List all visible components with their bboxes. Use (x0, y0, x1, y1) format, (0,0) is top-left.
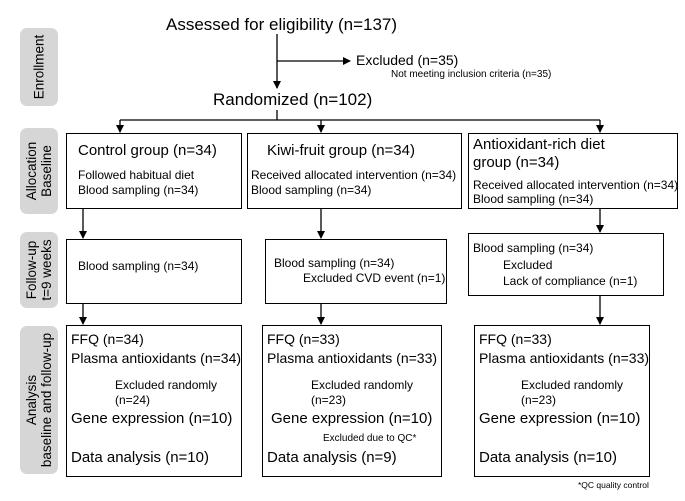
antioxidant-data-analysis: Data analysis (n=10) (479, 449, 617, 466)
antioxidant-ffq: FFQ (n=33) (479, 331, 552, 347)
control-excluded-randomly: Excluded randomly (115, 378, 218, 392)
antioxidant-followup-line1: Blood sampling (n=34) (473, 241, 594, 255)
control-group-title: Control group (n=34) (78, 142, 217, 159)
kiwi-plasma: Plasma antioxidants (n=33) (267, 350, 438, 366)
antioxidant-group-title-line2: group (n=34) (473, 154, 560, 171)
antioxidant-group-box: Antioxidant-rich diet group (n=34) Recei… (468, 133, 678, 209)
excluded-label: Excluded (n=35) (356, 52, 459, 68)
kiwi-excluded-count: (n=23) (311, 393, 347, 407)
stage-analysis: Analysis baseline and follow-up (20, 326, 58, 474)
kiwi-group-title: Kiwi-fruit group (n=34) (267, 142, 415, 159)
stage-enrollment: Enrollment (20, 28, 58, 106)
excluded-reason-label: Not meeting inclusion criteria (n=35) (391, 69, 552, 80)
control-analysis-box: FFQ (n=34) Plasma antioxidants (n=34) Ex… (66, 325, 242, 477)
kiwi-followup-box: Blood sampling (n=34) Excluded CVD event… (265, 239, 447, 304)
kiwi-excluded-randomly: Excluded randomly (311, 378, 414, 392)
kiwi-ffq: FFQ (n=33) (267, 331, 340, 347)
randomized-label: Randomized (n=102) (213, 90, 373, 109)
antioxidant-gene-expression: Gene expression (n=10) (479, 410, 641, 427)
stage-followup: Follow-up t=9 weeks (20, 232, 58, 308)
control-followup-box: Blood sampling (n=34) (66, 239, 242, 304)
control-group-line1: Followed habitual diet (78, 168, 195, 182)
kiwi-group-box: Kiwi-fruit group (n=34) Received allocat… (247, 133, 462, 209)
kiwi-followup-line2: Excluded CVD event (n=1) (303, 271, 446, 285)
antioxidant-excluded-randomly: Excluded randomly (521, 378, 624, 392)
control-group-box: Control group (n=34) Followed habitual d… (66, 133, 242, 209)
antioxidant-analysis-box: FFQ (n=33) Plasma antioxidants (n=33) Ex… (474, 325, 650, 477)
kiwi-excluded-qc: Excluded due to QC* (323, 433, 417, 444)
kiwi-analysis-box: FFQ (n=33) Plasma antioxidants (n=33) Ex… (262, 325, 442, 477)
kiwi-followup-line1: Blood sampling (n=34) (274, 256, 395, 270)
antioxidant-followup-box: Blood sampling (n=34) Excluded Lack of c… (468, 233, 664, 296)
kiwi-data-analysis: Data analysis (n=9) (267, 449, 397, 466)
control-data-analysis: Data analysis (n=10) (71, 449, 209, 466)
antioxidant-group-line2: Blood sampling (n=34) (473, 192, 594, 206)
control-plasma: Plasma antioxidants (n=34) (71, 350, 242, 366)
control-ffq: FFQ (n=34) (71, 331, 144, 347)
kiwi-group-line1: Received allocated intervention (n=34) (251, 168, 457, 182)
antioxidant-group-title-line1: Antioxidant-rich diet (473, 136, 605, 153)
control-group-line2: Blood sampling (n=34) (78, 183, 199, 197)
antioxidant-plasma: Plasma antioxidants (n=33) (479, 350, 650, 366)
antioxidant-followup-line2: Excluded (503, 258, 553, 272)
antioxidant-group-line1: Received allocated intervention (n=34) (473, 178, 679, 192)
kiwi-gene-expression: Gene expression (n=10) (271, 410, 433, 427)
kiwi-group-line2: Blood sampling (n=34) (251, 183, 372, 197)
assessed-eligibility-label: Assessed for eligibility (n=137) (166, 15, 398, 34)
control-excluded-count: (n=24) (115, 393, 151, 407)
antioxidant-followup-line3: Lack of compliance (n=1) (503, 274, 638, 288)
control-followup-line1: Blood sampling (n=34) (78, 259, 199, 273)
footnote: *QC quality control (578, 480, 649, 490)
control-gene-expression: Gene expression (n=10) (71, 410, 233, 427)
stage-allocation: Allocation Baseline (20, 128, 58, 214)
antioxidant-excluded-count: (n=23) (521, 393, 557, 407)
